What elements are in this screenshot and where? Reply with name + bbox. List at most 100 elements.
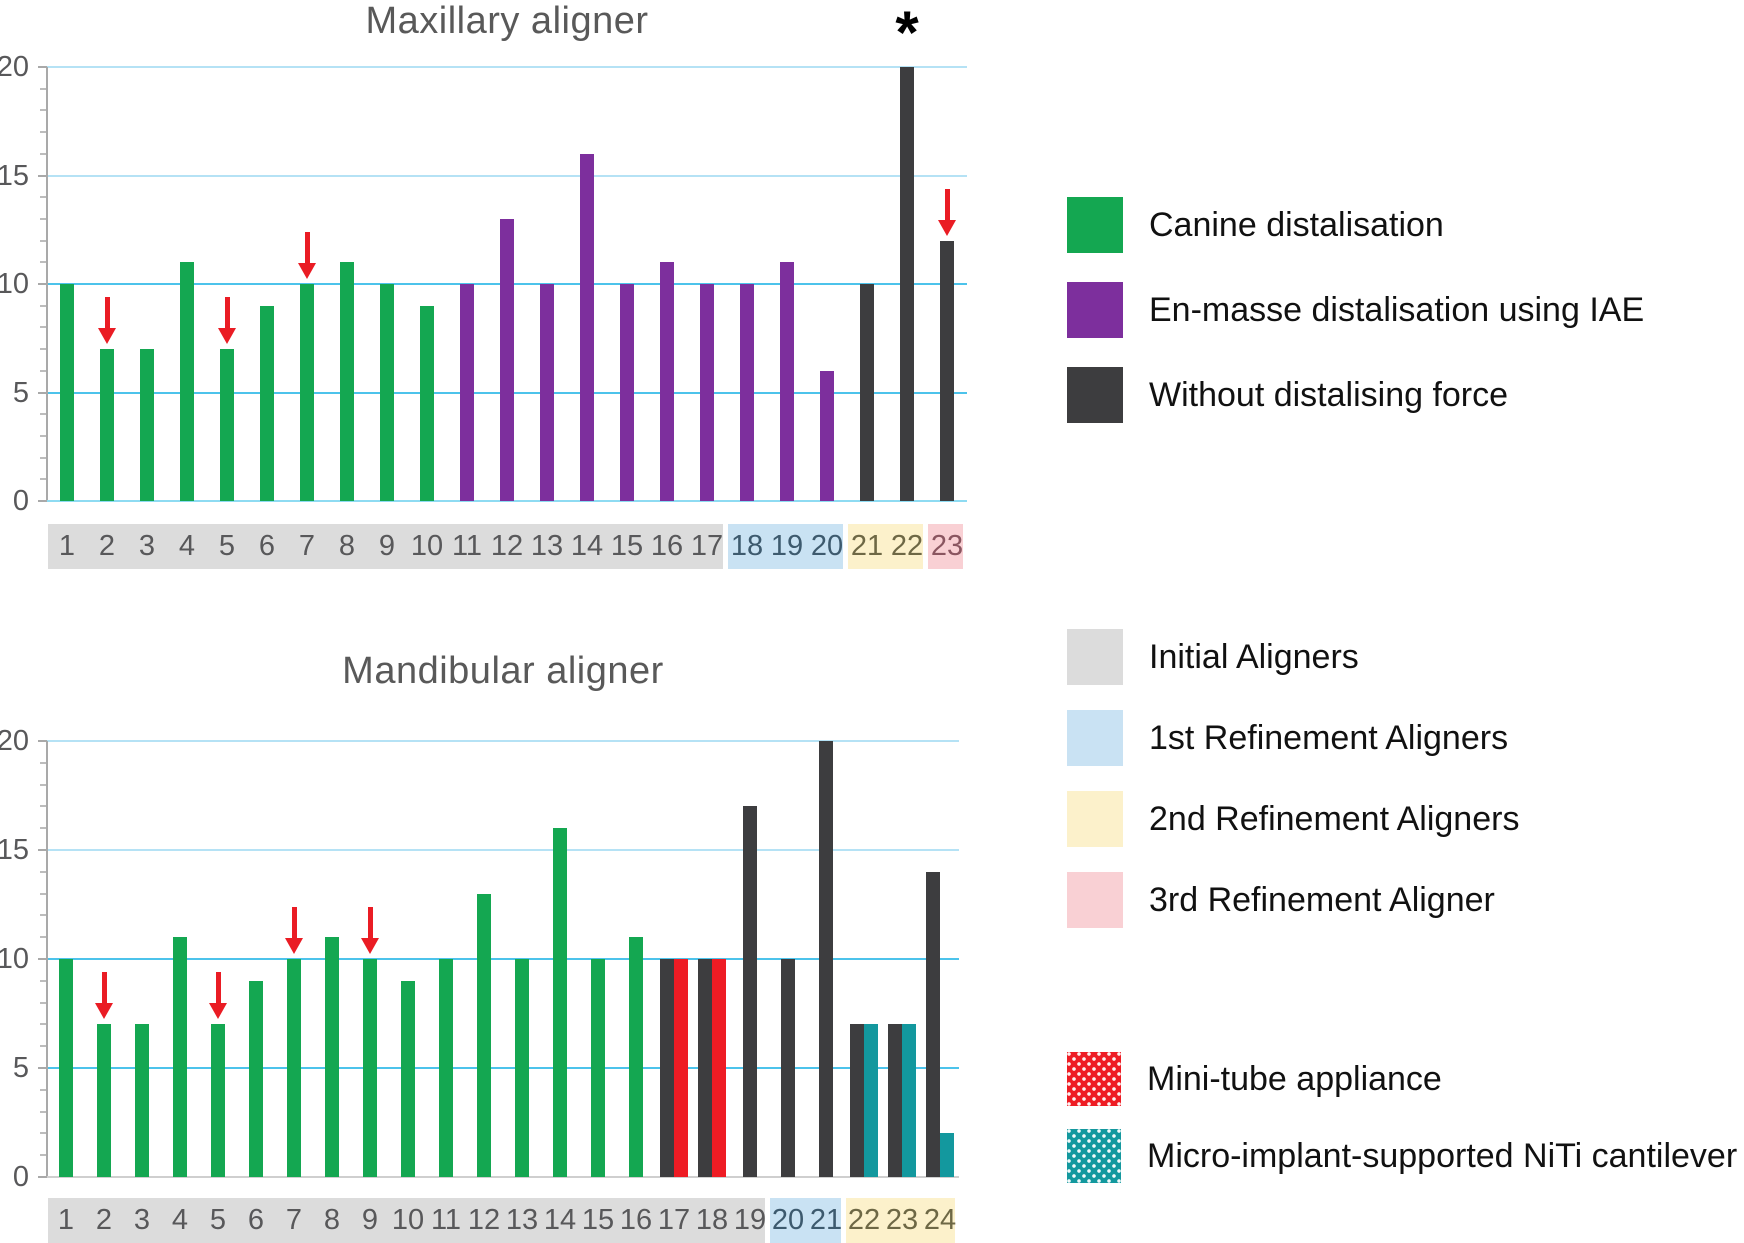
legend-label: Canine distalisation — [1149, 205, 1444, 244]
y-major-tick — [38, 849, 47, 851]
arrow-shaft — [944, 188, 950, 221]
y-minor-tick — [40, 870, 47, 873]
y-minor-tick — [40, 87, 47, 90]
bar-7 — [300, 284, 314, 501]
mandibular-plot-area — [38, 740, 959, 1178]
bar-21 — [819, 741, 833, 1177]
x-label: 9 — [361, 1204, 379, 1236]
y-axis-line — [46, 741, 48, 1177]
arrow-head — [285, 938, 303, 954]
bar-9 — [380, 284, 394, 501]
bar-4 — [173, 937, 187, 1177]
y-minor-tick — [40, 413, 47, 416]
y-tick-label: 0 — [12, 1161, 29, 1193]
x-label: 6 — [258, 530, 276, 562]
x-group-band — [848, 524, 923, 569]
y-minor-tick — [40, 196, 47, 199]
enmasse-swatch-icon — [1067, 282, 1123, 338]
y-minor-tick — [40, 1088, 47, 1091]
x-label: 1 — [57, 1204, 75, 1236]
bar-17 — [660, 959, 674, 1177]
bar-12 — [477, 893, 491, 1177]
legend-series: Canine distalisation En-masse distalisat… — [1067, 197, 1644, 452]
x-label: 21 — [809, 1204, 843, 1236]
first-refinement-swatch-icon — [1067, 710, 1123, 766]
x-label: 14 — [570, 530, 604, 562]
gridline — [47, 958, 959, 960]
bar-6 — [249, 980, 263, 1177]
legend-item-mini-tube: Mini-tube appliance — [1067, 1052, 1737, 1106]
arrow-head — [98, 328, 116, 345]
arrow-shaft — [101, 972, 107, 1005]
x-label: 20 — [810, 530, 844, 562]
y-tick-label: 0 — [12, 485, 29, 517]
y-minor-tick — [40, 348, 47, 351]
legend-label: Mini-tube appliance — [1147, 1059, 1442, 1098]
bar-13 — [515, 959, 529, 1177]
x-label: 11 — [430, 1204, 462, 1236]
y-minor-tick — [40, 152, 47, 155]
y-tick-label: 10 — [0, 268, 29, 300]
bar-5 — [211, 1024, 225, 1177]
arrow-shaft — [104, 297, 110, 330]
x-label: 23 — [885, 1204, 919, 1236]
bar-24-companion — [940, 1133, 954, 1177]
x-group-band — [928, 524, 963, 569]
x-label: 12 — [490, 530, 524, 562]
x-label: 3 — [133, 1204, 151, 1236]
y-minor-tick — [40, 1110, 47, 1113]
bar-20 — [820, 370, 834, 501]
y-axis-line — [46, 67, 48, 501]
bar-1 — [59, 959, 73, 1177]
y-tick-label: 15 — [0, 159, 29, 192]
gridline — [47, 740, 959, 742]
bar-9 — [363, 959, 377, 1177]
red-arrow-icon — [285, 907, 303, 954]
without-force-swatch-icon — [1067, 367, 1123, 423]
bar-17-companion — [674, 959, 688, 1177]
bar-6 — [260, 305, 274, 501]
x-label: 19 — [733, 1204, 767, 1236]
bar-14 — [553, 828, 567, 1177]
legend-item-niti-cantilever: Micro-implant-supported NiTi cantilever — [1067, 1129, 1737, 1183]
x-label: 19 — [770, 530, 804, 562]
y-major-tick — [38, 1067, 47, 1069]
x-label: 2 — [95, 1204, 113, 1236]
arrow-shaft — [367, 907, 373, 939]
x-label: 18 — [695, 1204, 729, 1236]
y-minor-tick — [40, 827, 47, 830]
y-tick-label: 15 — [0, 834, 29, 866]
legend-item-1st-refinement: 1st Refinement Aligners — [1067, 710, 1519, 766]
red-arrow-icon — [361, 907, 379, 954]
x-label: 16 — [650, 530, 684, 562]
y-minor-tick — [40, 478, 47, 481]
y-minor-tick — [40, 456, 47, 459]
x-label: 8 — [323, 1204, 341, 1236]
x-label: 5 — [209, 1204, 227, 1236]
x-label: 20 — [771, 1204, 805, 1236]
red-arrow-icon — [938, 188, 956, 236]
x-label: 3 — [138, 530, 156, 562]
y-minor-tick — [40, 326, 47, 329]
x-label: 21 — [850, 530, 884, 562]
maxillary-plot-area: * — [38, 3, 967, 502]
bar-3 — [135, 1024, 149, 1177]
x-label: 16 — [619, 1204, 653, 1236]
bar-16 — [660, 262, 674, 501]
bar-18-companion — [712, 959, 726, 1177]
y-minor-tick — [40, 131, 47, 134]
x-label: 14 — [543, 1204, 577, 1236]
bar-11 — [460, 284, 474, 501]
legend-label: Initial Aligners — [1149, 637, 1359, 676]
y-major-tick — [38, 1176, 47, 1178]
arrow-shaft — [291, 907, 297, 939]
second-refinement-swatch-icon — [1067, 791, 1123, 847]
x-label: 4 — [178, 530, 196, 562]
mandibular-chart-title: Mandibular aligner — [342, 650, 664, 692]
x-label: 18 — [730, 530, 764, 562]
niti-cantilever-swatch-icon — [1067, 1129, 1121, 1183]
x-label: 2 — [98, 530, 116, 562]
y-minor-tick — [40, 936, 47, 939]
x-label: 6 — [247, 1204, 265, 1236]
